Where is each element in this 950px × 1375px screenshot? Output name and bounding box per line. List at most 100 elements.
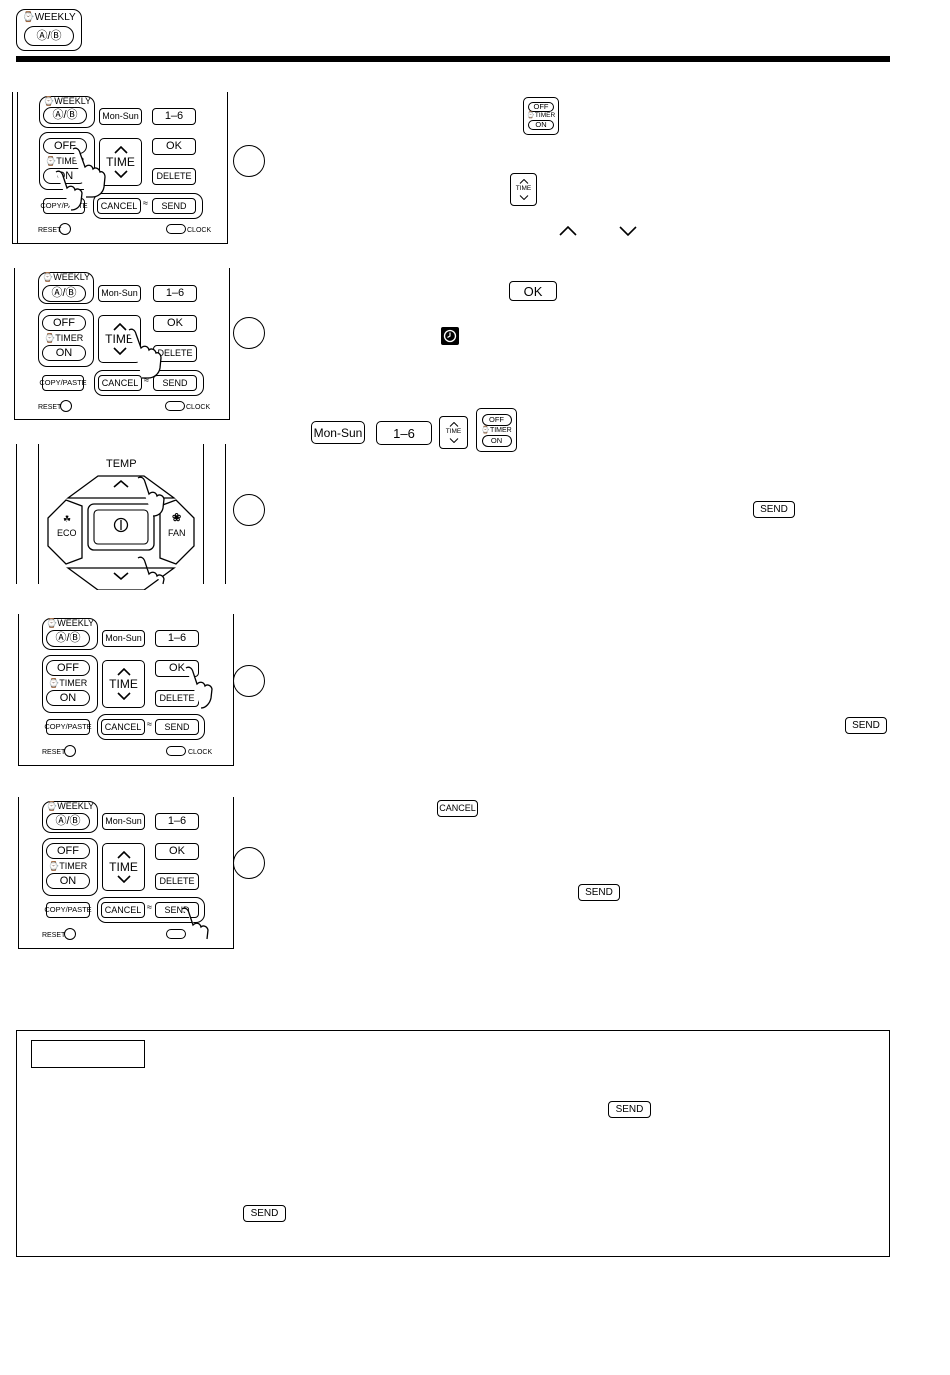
mon-sun-key: Mon-Sun	[102, 630, 145, 647]
copy-paste-key: COPY/PASTE	[44, 902, 92, 918]
hand-pointer-icon	[128, 328, 162, 379]
weekly-ab-key-header: ⌚WEEKLY Ⓐ/Ⓑ	[16, 9, 82, 51]
off-key: OFF	[46, 660, 90, 676]
clock-label: CLOCK	[187, 227, 212, 234]
clock-button	[166, 224, 186, 234]
clock-label: CLOCK	[186, 404, 211, 411]
send-group	[97, 714, 205, 740]
note-box	[16, 1030, 890, 1257]
mon-sun-key: Mon-Sun	[102, 813, 145, 830]
time-key-inline: TIME	[510, 173, 537, 206]
reset-button	[64, 745, 76, 757]
time-label: TIME	[515, 185, 532, 193]
time-key: TIME	[102, 843, 145, 891]
arrow-down-icon	[116, 875, 131, 883]
arrow-up-icon	[113, 146, 128, 154]
off-key: OFF	[46, 843, 90, 859]
clock-label: CLOCK	[188, 749, 213, 756]
ok-key: OK	[152, 138, 196, 155]
arrow-down-icon	[519, 194, 528, 200]
timer-group	[42, 655, 98, 713]
one-six-key: 1–6	[155, 813, 199, 830]
ab-key: Ⓐ/Ⓑ	[46, 630, 90, 647]
one-six-key: 1–6	[152, 108, 196, 125]
delete-key: DELETE	[155, 873, 199, 890]
cancel-key: CANCEL	[97, 198, 141, 214]
clock-icon	[441, 327, 459, 345]
step-marker-5	[233, 847, 265, 879]
send-key: SEND	[153, 375, 197, 391]
power-icon	[113, 517, 129, 533]
reset-button	[59, 223, 71, 235]
signal-icon: ≈	[147, 719, 152, 729]
delete-key: DELETE	[155, 690, 199, 707]
arrow-down-icon	[112, 347, 127, 355]
weekly-label: ⌚WEEKLY	[22, 12, 76, 23]
weekly-group	[39, 96, 95, 128]
send-key-inline: SEND	[608, 1101, 651, 1118]
ab-key: Ⓐ/Ⓑ	[42, 285, 86, 302]
time-key-inline: TIME	[439, 416, 468, 449]
time-label: TIME	[105, 332, 134, 346]
timer-key-inline: OFF ⌚TIMER ON	[523, 97, 559, 135]
remote-illustration-4: ⌚WEEKLY Ⓐ/Ⓑ Mon-Sun 1–6 OFF ⌚TIMER ON TI…	[18, 797, 234, 949]
send-key-inline: SEND	[753, 501, 795, 518]
send-group	[97, 897, 205, 923]
clock-button	[166, 746, 186, 756]
fan-label: FAN	[168, 528, 186, 538]
reset-button	[64, 928, 76, 940]
arrow-up-icon	[559, 226, 577, 236]
hand-pointer-icon	[137, 556, 165, 585]
cancel-key: CANCEL	[101, 719, 145, 735]
delete-key: DELETE	[152, 168, 196, 185]
hand-pointer-icon	[181, 907, 209, 940]
weekly-label: ⌚WEEKLY	[42, 272, 91, 282]
reset-label: RESET	[38, 404, 62, 411]
time-label: TIME	[109, 677, 138, 691]
send-key: SEND	[152, 198, 196, 214]
mon-sun-key: Mon-Sun	[99, 108, 142, 125]
mon-sun-key: Mon-Sun	[98, 285, 141, 302]
off-key: OFF	[481, 413, 512, 426]
on-key: ON	[528, 120, 554, 130]
timer-label: ⌚TIMER	[45, 156, 85, 166]
mon-sun-key-inline: Mon-Sun	[311, 421, 365, 444]
arrow-up-icon	[449, 422, 458, 428]
reset-label: RESET	[42, 932, 66, 939]
one-six-key-inline: 1–6	[376, 421, 432, 445]
hand-pointer-icon	[72, 147, 106, 198]
arrow-down-icon	[113, 170, 128, 178]
timer-group	[42, 838, 98, 896]
weekly-group	[38, 272, 94, 304]
weekly-group	[42, 801, 98, 833]
signal-icon: ≈	[143, 198, 148, 208]
ab-key: Ⓐ/Ⓑ	[46, 813, 90, 830]
send-group	[93, 193, 203, 219]
clock-button	[165, 401, 185, 411]
one-six-key: 1–6	[153, 285, 197, 302]
signal-icon: ≈	[147, 902, 152, 912]
time-label: TIME	[106, 155, 135, 169]
ab-label: Ⓐ/Ⓑ	[24, 26, 74, 46]
step-marker-4	[233, 665, 265, 697]
temp-panel-illustration: TEMP ☘ ECO ❀ FAN	[16, 444, 226, 590]
hand-pointer-icon	[55, 170, 83, 211]
arrow-down-icon	[116, 692, 131, 700]
step-marker-1	[233, 145, 265, 177]
remote-illustration-1: ⌚WEEKLY Ⓐ/Ⓑ Mon-Sun 1–6 OFF ⌚TIMER ON TI…	[12, 92, 228, 244]
send-key-inline: SEND	[845, 717, 887, 734]
copy-paste-key: COPY/PASTE	[39, 375, 87, 391]
reset-button	[60, 400, 72, 412]
one-six-key: 1–6	[155, 630, 199, 647]
temp-label: TEMP	[106, 458, 137, 470]
ok-key: OK	[155, 843, 199, 860]
note-heading-box	[31, 1040, 145, 1068]
timer-key-inline: OFF ⌚TIMER ON	[476, 408, 517, 452]
timer-label: ⌚TIMER	[44, 333, 84, 343]
hand-pointer-icon	[185, 666, 213, 709]
arrow-down-icon	[449, 437, 458, 443]
time-label: TIME	[109, 860, 138, 874]
timer-label: ⌚TIMER	[48, 678, 88, 688]
step-marker-2	[233, 317, 265, 349]
on-key: ON	[481, 434, 512, 447]
